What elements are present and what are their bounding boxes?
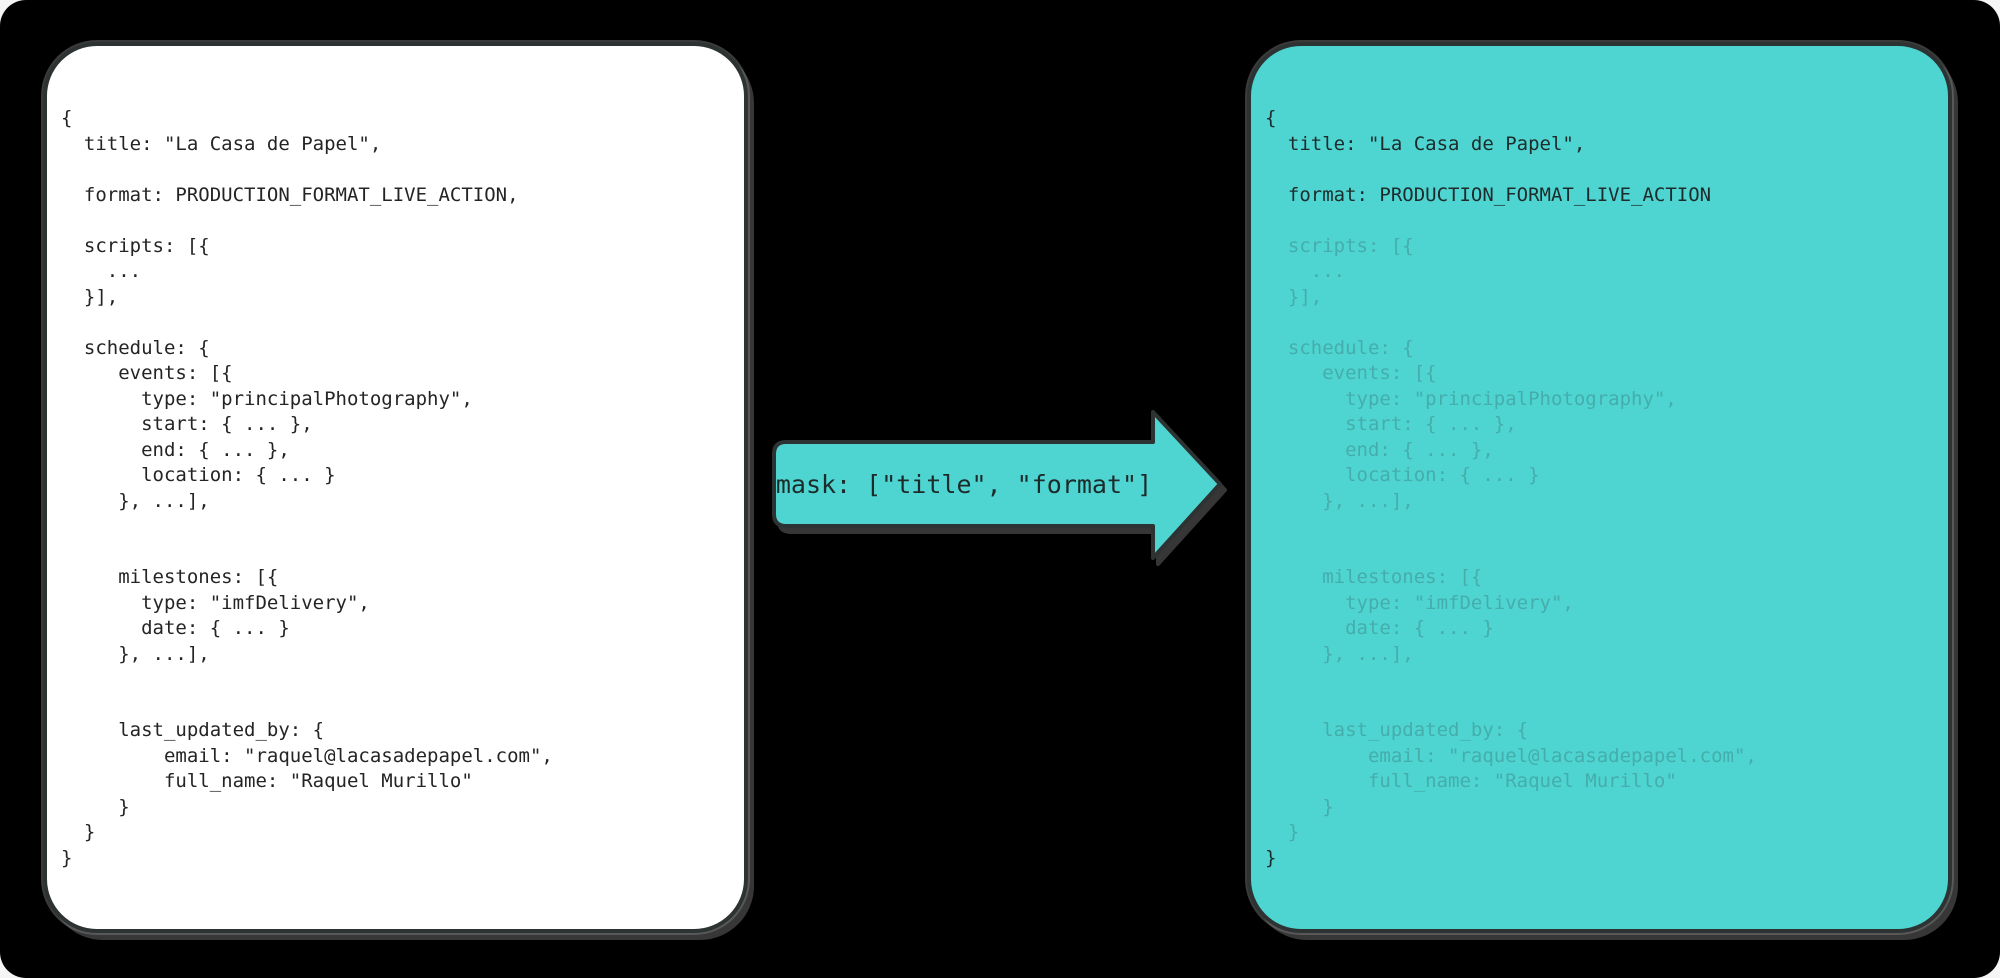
code-line [61, 310, 736, 336]
code-line: milestones: [{ [61, 566, 279, 588]
code-line [61, 693, 736, 719]
code-line: last_updated_by: { [1265, 719, 1529, 741]
code-line [61, 157, 736, 183]
source-json-panel: { title: "La Casa de Papel", format: PRO… [43, 42, 748, 933]
code-line: } [1265, 795, 1334, 818]
code-line: }], [1265, 285, 1323, 308]
code-line: location: { ... } [61, 464, 336, 486]
code-line: }, ...], [1265, 489, 1414, 512]
code-line: full_name: "Raquel Murillo" [1265, 770, 1677, 792]
code-line: events: [{ [1265, 362, 1437, 384]
code-line: } [61, 795, 130, 818]
code-line: }, ...], [1265, 642, 1414, 665]
code-line: schedule: { [61, 336, 210, 359]
masked-json-code: { title: "La Casa de Papel", format: PRO… [1251, 46, 1948, 871]
code-line: } [1265, 821, 1300, 843]
code-line: title: "La Casa de Papel", [1265, 132, 1586, 155]
code-line [1265, 693, 1940, 719]
code-line: }, ...], [61, 489, 210, 512]
code-line [1265, 540, 1940, 566]
code-line: ... [1265, 260, 1346, 282]
code-line: location: { ... } [1265, 464, 1540, 486]
code-line: email: "raquel@lacasadepapel.com", [1265, 744, 1757, 767]
code-line [1265, 514, 1940, 540]
code-line: milestones: [{ [1265, 566, 1483, 588]
right-arrow-icon [772, 410, 1222, 560]
code-line: format: PRODUCTION_FORMAT_LIVE_ACTION [1265, 183, 1712, 206]
code-line: format: PRODUCTION_FORMAT_LIVE_ACTION, [61, 183, 519, 206]
code-line: type: "principalPhotography", [1265, 387, 1677, 410]
code-line [61, 208, 736, 234]
mask-arrow-label: mask: ["title", "format"] [775, 469, 1153, 499]
code-line [1265, 310, 1940, 336]
code-line: } [61, 846, 73, 869]
code-line: end: { ... }, [61, 438, 290, 461]
masked-json-panel: { title: "La Casa de Papel", format: PRO… [1247, 42, 1952, 933]
code-line: scripts: [{ [1265, 234, 1414, 257]
code-line: events: [{ [61, 362, 233, 384]
code-line: } [1265, 846, 1277, 869]
code-line: date: { ... } [61, 617, 290, 639]
code-line: }, ...], [61, 642, 210, 665]
code-line: }], [61, 285, 119, 308]
code-line: { [1265, 107, 1277, 129]
code-line: date: { ... } [1265, 617, 1494, 639]
code-line: full_name: "Raquel Murillo" [61, 770, 473, 792]
code-line: start: { ... }, [1265, 413, 1517, 435]
code-line: } [61, 821, 96, 843]
code-line: scripts: [{ [61, 234, 210, 257]
code-line [61, 514, 736, 540]
code-line [1265, 157, 1940, 183]
code-line [61, 540, 736, 566]
code-line [61, 667, 736, 693]
code-line [1265, 667, 1940, 693]
code-line: end: { ... }, [1265, 438, 1494, 461]
code-line: type: "principalPhotography", [61, 387, 473, 410]
code-line: { [61, 107, 73, 129]
code-line: type: "imfDelivery", [61, 591, 370, 614]
mask-arrow: mask: ["title", "format"] [768, 406, 1230, 570]
code-line: last_updated_by: { [61, 719, 325, 741]
code-line: schedule: { [1265, 336, 1414, 359]
code-line: ... [61, 260, 142, 282]
code-line [1265, 208, 1940, 234]
source-json-code: { title: "La Casa de Papel", format: PRO… [47, 46, 744, 871]
code-line: title: "La Casa de Papel", [61, 132, 382, 155]
code-line: type: "imfDelivery", [1265, 591, 1574, 614]
code-line: email: "raquel@lacasadepapel.com", [61, 744, 553, 767]
code-line: start: { ... }, [61, 413, 313, 435]
